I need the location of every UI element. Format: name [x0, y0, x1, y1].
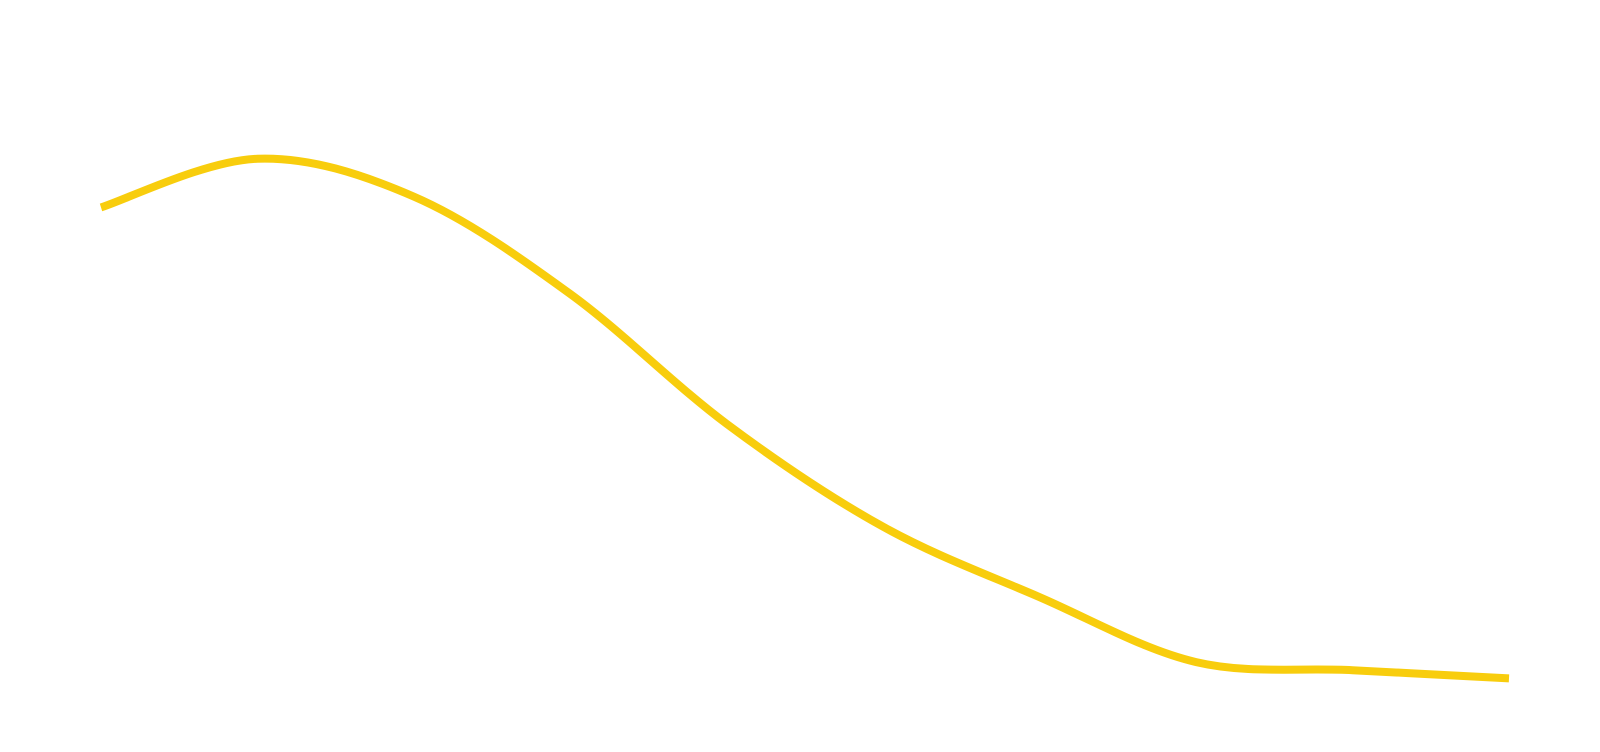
data-point-0-4 [723, 420, 731, 428]
data-point-0-7 [1192, 658, 1200, 666]
series-line-0 [99, 154, 1510, 683]
data-point-0-9 [1505, 674, 1513, 682]
data-point-0-2 [410, 193, 418, 201]
data-point-0-8 [1349, 666, 1357, 674]
plot-area [97, 154, 1513, 683]
data-point-0-5 [879, 523, 887, 531]
data-point-0-6 [1036, 593, 1044, 601]
data-point-0-3 [566, 290, 574, 298]
data-point-0-1 [253, 155, 261, 163]
data-point-0-0 [97, 203, 105, 211]
